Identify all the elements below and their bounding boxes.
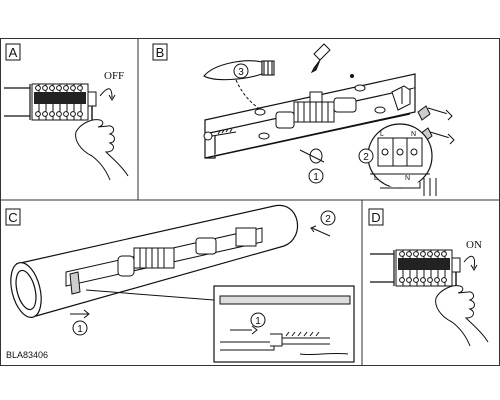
panel-b-mains-wires: [380, 178, 437, 196]
panel-b-terminal-n-bottom: N: [405, 175, 410, 182]
panel-b-terminal-detail: [370, 137, 430, 175]
panel-b-bracket: [391, 85, 411, 111]
panel-b-candle-bulb: [203, 60, 275, 81]
panel-b-step-2-text: 2: [363, 152, 369, 163]
panel-d-on-text: ON: [466, 239, 482, 251]
panel-b-label: B: [156, 45, 165, 60]
panel-b-step-3-marker: [233, 63, 249, 79]
panel-c-inset-step-1-text: 1: [255, 316, 261, 327]
panel-b-step-2-marker: [358, 148, 374, 164]
panel-d-rotate-arrow: [463, 255, 475, 269]
panel-a-hand: [75, 119, 129, 181]
panel-d-arrowhead: [470, 264, 478, 271]
panel-b-step-1-text: 1: [313, 172, 319, 183]
panel-d-hand: [435, 285, 489, 347]
panel-b-step-1-marker: [308, 168, 324, 184]
panel-b-cable-gland: [299, 148, 325, 164]
panel-a-rotate-arrow: [99, 88, 113, 99]
panel-d: D ON: [368, 208, 489, 347]
panel-b-wall-plug: [310, 43, 331, 74]
panel-c-inner-fixture: [65, 227, 263, 295]
panel-a-label: A: [9, 45, 18, 60]
panel-b-mount-holes: [254, 84, 386, 140]
panel-c-step-1-marker: [72, 320, 88, 336]
panel-a-terminal-block: [31, 83, 97, 126]
panel-a-arrowhead: [108, 94, 116, 101]
panel-d-cable: [370, 250, 395, 286]
panel-a-off-text: OFF: [104, 70, 124, 82]
panel-a: A OFF: [4, 43, 129, 181]
panel-a-cable: [4, 84, 31, 120]
panel-c-step-2-marker: [320, 210, 336, 226]
panel-b-step-3-text: 3: [238, 67, 244, 78]
panel-c-label: C: [8, 210, 17, 225]
panel-b: B 3: [152, 43, 455, 196]
panel-c-arrow-2-head: [310, 225, 317, 233]
panel-b-terminal-l: L: [380, 131, 384, 138]
panel-c-step-2-text: 2: [325, 214, 331, 225]
panel-c-inset-detail: [219, 295, 351, 356]
panel-d-terminal-block: [395, 249, 461, 290]
panel-a-label-box: [5, 43, 21, 61]
panel-c-label-box: [5, 208, 21, 226]
panel-b-terminal-l-bottom: L: [374, 175, 378, 182]
panel-c-arrow-2: [311, 227, 331, 237]
panel-c-arrow-1-head: [83, 309, 90, 319]
panel-c: C 2 1: [5, 204, 355, 363]
panel-c-step-1-text: 1: [77, 324, 83, 335]
panel-b-terminal-n: N: [411, 131, 416, 138]
panel-c-inset-step-1-marker: [250, 312, 266, 328]
model-code: BLA83406: [6, 350, 48, 360]
panel-d-label: D: [371, 210, 380, 225]
panel-c-inset-leader: [85, 289, 215, 301]
panel-b-earth-screw: [203, 128, 237, 141]
panel-d-label-box: [368, 208, 384, 226]
panel-b-label-box: [152, 43, 168, 61]
panel-b-fixing-point: [350, 74, 354, 78]
panel-b-lamp-holder: [275, 91, 357, 129]
